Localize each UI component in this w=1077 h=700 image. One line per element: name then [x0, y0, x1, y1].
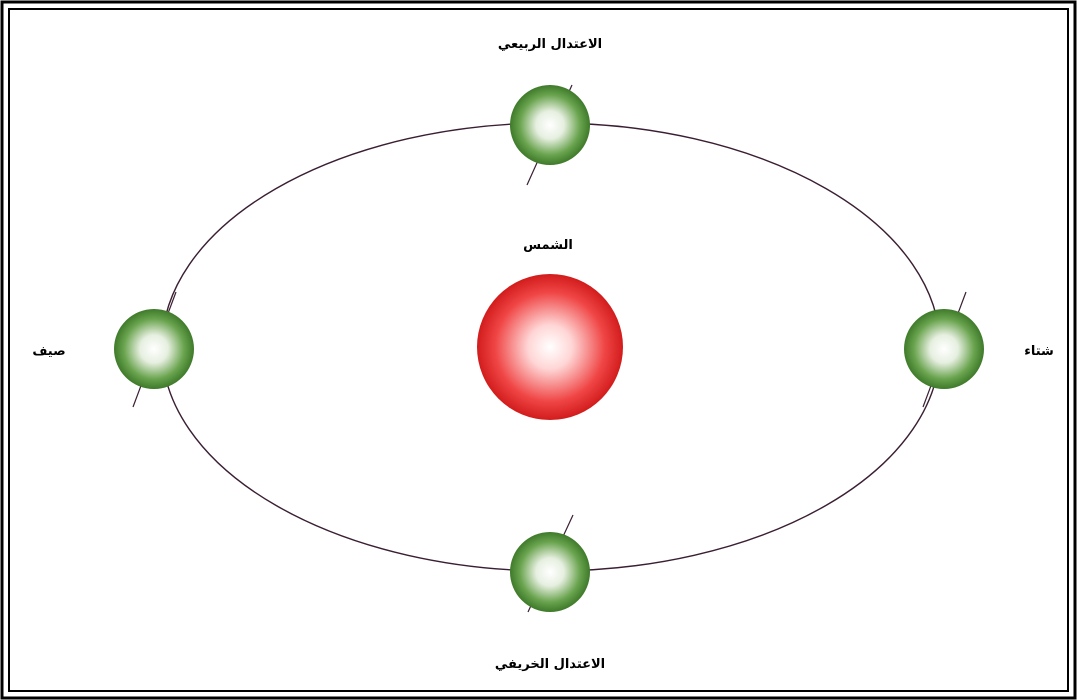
label-winter: شتاء	[1024, 344, 1054, 359]
earth-vernal	[510, 85, 590, 165]
earth-winter	[904, 309, 984, 389]
label-vernal-equinox: الاعتدال الربيعي	[498, 37, 602, 52]
earth-summer	[114, 309, 194, 389]
earth-autumnal	[510, 532, 590, 612]
sun	[477, 274, 623, 420]
label-autumnal-equinox: الاعتدال الخريفي	[495, 657, 605, 672]
label-sun: الشمس	[523, 238, 573, 253]
label-summer: صيف	[32, 344, 65, 359]
